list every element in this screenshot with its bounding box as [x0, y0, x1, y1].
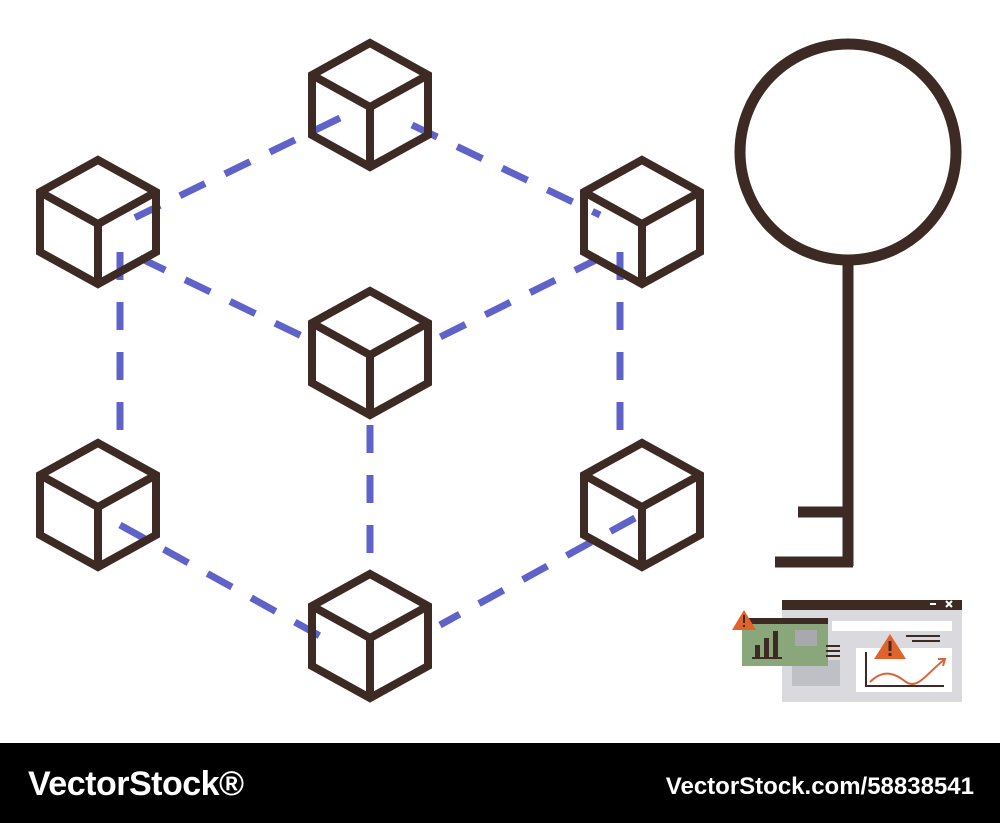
link-bottomleft-bottom [118, 521, 322, 640]
browser-window-icon [782, 600, 962, 702]
link-bottomright-bottom [438, 514, 637, 629]
warning-icon [874, 634, 906, 659]
blockchain-cube-icon [36, 155, 160, 289]
network-connections [116, 114, 637, 640]
bar-chart-icon [752, 631, 782, 659]
link-top-left [128, 114, 342, 224]
link-left-center [138, 254, 312, 344]
watermark-footer: VectorStock® VectorStock.com/58838541 [0, 743, 1000, 823]
illustration [36, 38, 962, 703]
blockchain-cube-icon [308, 38, 432, 172]
line-chart-icon [865, 652, 947, 687]
blockchain-cube-icon [580, 155, 704, 289]
brand-logo-text: VectorStock® [28, 765, 244, 803]
key-icon [734, 38, 962, 568]
blockchain-cube-icon [580, 438, 704, 572]
image-id-text: VectorStock.com/58838541 [665, 773, 974, 800]
link-top-right [410, 121, 602, 219]
link-right-center [428, 254, 602, 346]
blockchain-cube-icon [36, 438, 160, 572]
blockchain-cube-icon [308, 286, 432, 420]
warning-icon [732, 610, 756, 630]
cubes [36, 38, 704, 703]
blockchain-cube-icon [308, 569, 432, 703]
